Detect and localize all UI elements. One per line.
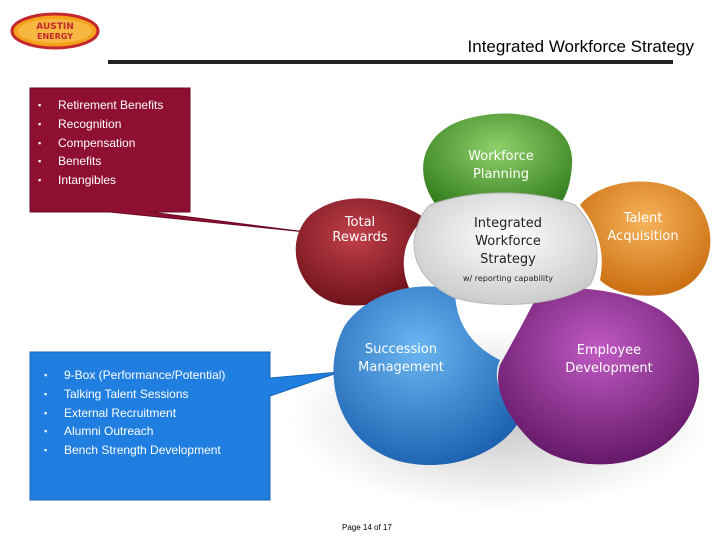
workforce-planning-line-2: Planning [473, 167, 529, 182]
petal-workforce-planning[interactable] [423, 113, 573, 215]
center-label-line-2: Workforce [475, 234, 541, 249]
callout-item: Intangibles [38, 171, 198, 190]
austin-energy-logo: AUSTIN ENERGY [10, 12, 100, 50]
petal-employee-development[interactable] [498, 288, 700, 465]
succession-callout: 9-Box (Performance/Potential) Talking Ta… [44, 366, 264, 460]
center-hub [413, 192, 598, 305]
workforce-planning-line-1: Workforce [468, 149, 534, 164]
callout-item: Recognition [38, 115, 198, 134]
center-sublabel: w/ reporting capability [463, 274, 553, 283]
callout-item: Alumni Outreach [44, 422, 264, 441]
callout-item: Benefits [38, 152, 198, 171]
callout-item: Retirement Benefits [38, 96, 198, 115]
total-rewards-line-1: Total [344, 215, 375, 230]
page-title: Integrated Workforce Strategy [467, 37, 694, 56]
callout-item: Talking Talent Sessions [44, 385, 264, 404]
petal-total-rewards[interactable] [295, 198, 425, 306]
title-divider [108, 60, 673, 64]
page-number: Page 14 of 17 [342, 523, 392, 532]
center-label-line-1: Integrated [474, 216, 542, 231]
callout-item: 9-Box (Performance/Potential) [44, 366, 264, 385]
callout-item: External Recruitment [44, 404, 264, 423]
employee-development-line-1: Employee [577, 343, 641, 358]
petal-succession-management[interactable] [333, 286, 520, 466]
employee-development-line-2: Development [565, 361, 653, 376]
callout-item: Bench Strength Development [44, 441, 264, 460]
talent-acquisition-line-1: Talent [623, 211, 663, 226]
callout-item: Compensation [38, 134, 198, 153]
petal-talent-acquisition[interactable] [580, 181, 711, 296]
talent-acquisition-line-2: Acquisition [607, 229, 678, 244]
total-rewards-callout: Retirement Benefits Recognition Compensa… [38, 96, 198, 190]
logo-line-2: ENERGY [37, 32, 73, 41]
succession-management-line-1: Succession [365, 342, 437, 357]
center-label-line-3: Strategy [480, 252, 536, 267]
logo-line-1: AUSTIN [36, 22, 74, 32]
succession-management-line-2: Management [358, 360, 444, 375]
total-rewards-line-2: Rewards [332, 230, 387, 245]
